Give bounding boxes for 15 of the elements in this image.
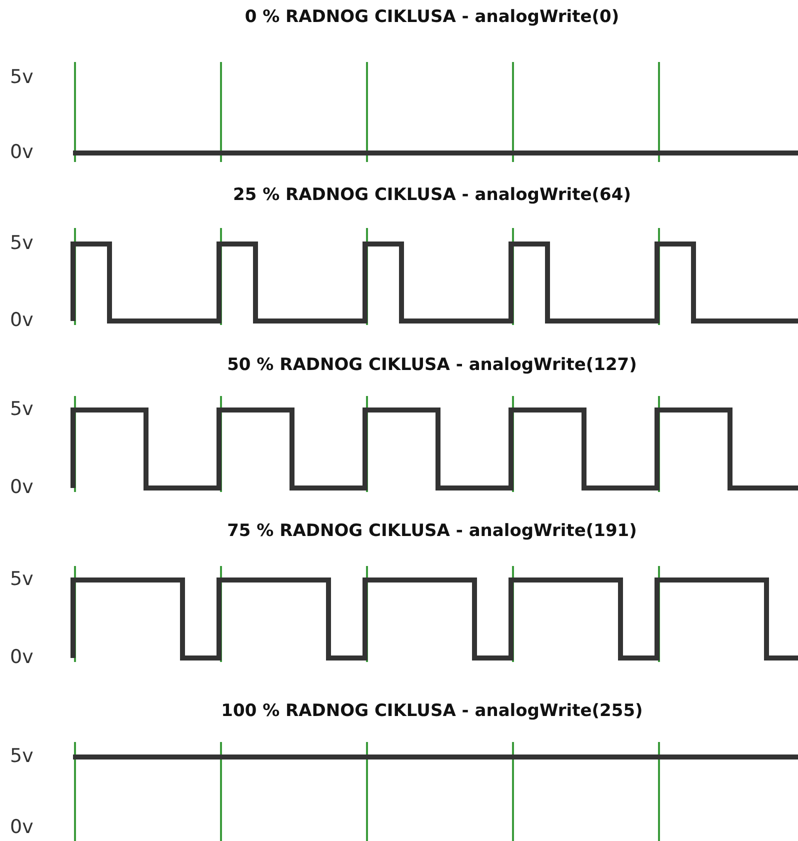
voltage-label: 0v (10, 141, 34, 163)
voltage-label: 5v (10, 66, 34, 88)
voltage-label: 0v (10, 309, 34, 331)
chart-title: 0 % RADNOG CIKLUSA - analogWrite(0) (244, 7, 620, 27)
voltage-label: 0v (10, 816, 34, 838)
chart-title: 25 % RADNOG CIKLUSA - analogWrite(64) (233, 185, 631, 205)
voltage-label: 5v (10, 745, 34, 767)
chart-title: 75 % RADNOG CIKLUSA - analogWrite(191) (227, 521, 637, 541)
voltage-label: 5v (10, 232, 34, 254)
chart-title: 100 % RADNOG CIKLUSA - analogWrite(255) (221, 701, 643, 721)
voltage-label: 0v (10, 476, 34, 498)
chart-title: 50 % RADNOG CIKLUSA - analogWrite(127) (227, 355, 637, 375)
voltage-label: 0v (10, 646, 34, 668)
voltage-label: 5v (10, 568, 34, 590)
voltage-label: 5v (10, 398, 34, 420)
